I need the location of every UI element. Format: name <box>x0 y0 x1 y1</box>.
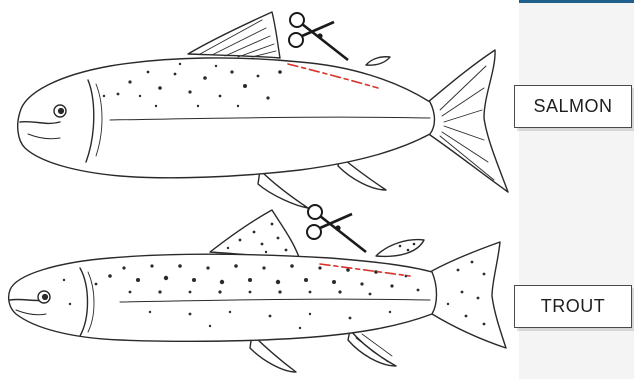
salmon-label: SALMON <box>514 85 632 128</box>
salmon-illustration <box>18 12 508 208</box>
trout-adipose-fin <box>376 240 424 257</box>
trout-dorsal-fin <box>210 210 300 260</box>
trout-body <box>9 254 437 341</box>
trout-anal-fin <box>348 330 396 366</box>
salmon-pelvic-fin <box>258 170 308 208</box>
trout-tail <box>430 242 506 348</box>
trout-label-text: TROUT <box>541 296 606 317</box>
trout-illustration <box>9 210 506 372</box>
scissors-icon <box>307 205 366 252</box>
scissors-icon <box>289 13 348 60</box>
trout-label: TROUT <box>514 285 632 328</box>
salmon-adipose-fin <box>366 57 390 65</box>
salmon-label-text: SALMON <box>533 96 612 117</box>
salmon-tail <box>428 50 508 192</box>
